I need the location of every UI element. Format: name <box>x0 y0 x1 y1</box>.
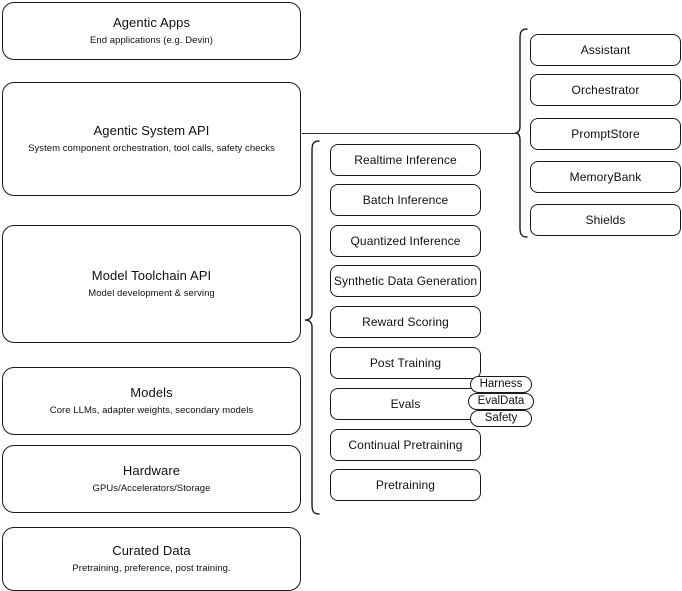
component-label: Quantized Inference <box>350 234 461 248</box>
layer-hardware[interactable]: Hardware GPUs/Accelerators/Storage <box>2 445 301 513</box>
component-label: Evals <box>390 397 421 411</box>
component-label: Pretraining <box>375 478 436 492</box>
component-label: Realtime Inference <box>354 153 457 167</box>
component-post-training[interactable]: Post Training <box>330 347 481 379</box>
component-label: Continual Pretraining <box>348 438 463 452</box>
component-label: Assistant <box>580 43 631 57</box>
layer-curated-data[interactable]: Curated Data Pretraining, preference, po… <box>2 527 301 591</box>
eval-tag-label: EvalData <box>477 395 525 407</box>
eval-tag-label: Safety <box>484 412 518 424</box>
layer-subtitle: System component orchestration, tool cal… <box>28 143 275 154</box>
eval-tag-safety[interactable]: Safety <box>470 410 532 427</box>
eval-tag-label: Harness <box>479 378 523 390</box>
layer-agentic-apps[interactable]: Agentic Apps End applications (e.g. Devi… <box>2 2 301 60</box>
component-label: Post Training <box>369 356 442 370</box>
component-realtime-inference[interactable]: Realtime Inference <box>330 144 481 176</box>
layer-title: Model Toolchain API <box>91 268 212 283</box>
component-orchestrator[interactable]: Orchestrator <box>530 74 681 106</box>
eval-tag-evaldata[interactable]: EvalData <box>468 393 534 410</box>
layer-subtitle: GPUs/Accelerators/Storage <box>92 483 211 494</box>
component-label: Synthetic Data Generation <box>333 274 478 288</box>
layer-subtitle: Pretraining, preference, post training. <box>72 563 231 574</box>
component-evals[interactable]: Evals <box>330 388 481 420</box>
layer-title: Models <box>130 385 173 400</box>
component-quantized-inference[interactable]: Quantized Inference <box>330 225 481 257</box>
layer-title: Hardware <box>122 463 181 478</box>
layer-title: Agentic System API <box>93 123 210 138</box>
component-continual-pretraining[interactable]: Continual Pretraining <box>330 429 481 461</box>
component-memorybank[interactable]: MemoryBank <box>530 161 681 193</box>
brace-toolchain-components <box>302 140 322 520</box>
component-pretraining[interactable]: Pretraining <box>330 469 481 501</box>
layer-agentic-system-api[interactable]: Agentic System API System component orch… <box>2 82 301 196</box>
layer-subtitle: Core LLMs, adapter weights, secondary mo… <box>49 405 254 416</box>
component-label: MemoryBank <box>569 170 642 184</box>
connector-line-system-api <box>302 133 518 134</box>
layer-models[interactable]: Models Core LLMs, adapter weights, secon… <box>2 367 301 435</box>
component-promptstore[interactable]: PromptStore <box>530 118 681 150</box>
component-label: PromptStore <box>571 127 640 141</box>
component-shields[interactable]: Shields <box>530 204 681 236</box>
eval-tag-harness[interactable]: Harness <box>470 376 532 393</box>
component-assistant[interactable]: Assistant <box>530 34 681 66</box>
layer-title: Curated Data <box>112 543 191 558</box>
component-reward-scoring[interactable]: Reward Scoring <box>330 306 481 338</box>
component-label: Shields <box>585 213 626 227</box>
component-label: Orchestrator <box>571 83 640 97</box>
component-batch-inference[interactable]: Batch Inference <box>330 184 481 216</box>
component-synthetic-data-generation[interactable]: Synthetic Data Generation <box>330 265 481 297</box>
component-label: Reward Scoring <box>362 315 449 329</box>
component-label: Batch Inference <box>362 193 449 207</box>
layer-model-toolchain-api[interactable]: Model Toolchain API Model development & … <box>2 225 301 343</box>
layer-subtitle: Model development & serving <box>88 288 215 299</box>
layer-title: Agentic Apps <box>112 15 191 30</box>
layer-subtitle: End applications (e.g. Devin) <box>90 35 213 46</box>
